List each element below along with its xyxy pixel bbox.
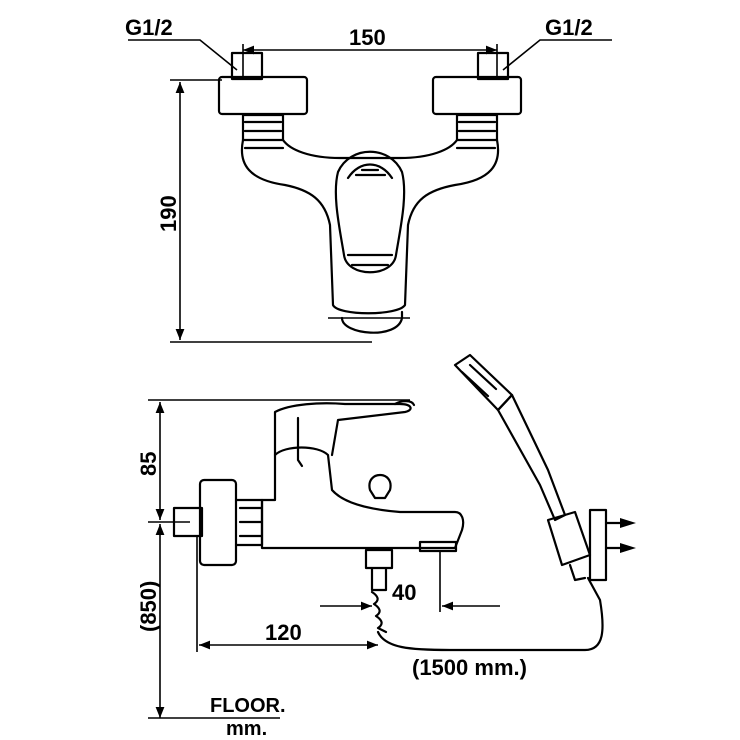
left-inlet-nut — [230, 51, 264, 81]
hose-nut — [568, 563, 587, 582]
outlet-label: 40 — [392, 580, 416, 605]
front-height-label: 190 — [156, 195, 181, 232]
mixer-body-outline — [240, 138, 500, 315]
mixer-body-top-edge — [281, 138, 459, 160]
spout-outlet — [418, 540, 458, 553]
front-view: G1/2 G1/2 150 190 — [125, 15, 612, 343]
side-body-outline — [260, 446, 465, 550]
side-union-nut — [234, 498, 264, 547]
center-distance-label: 150 — [349, 25, 386, 50]
depth-label: 120 — [265, 620, 302, 645]
right-inlet-label: G1/2 — [545, 15, 593, 40]
left-union-nut — [241, 113, 285, 142]
left-inlet-leader — [128, 39, 238, 71]
hose-line — [376, 576, 604, 652]
hand-shower-head — [453, 353, 514, 412]
floor-label: FLOOR. — [210, 695, 286, 717]
spout-end — [340, 310, 404, 334]
lever-handle — [334, 150, 406, 274]
right-inlet-leader — [502, 39, 612, 71]
install-height-label: (850) — [136, 581, 161, 632]
side-inlet-nut — [172, 506, 204, 538]
left-inlet-label: G1/2 — [125, 15, 173, 40]
lever-top-curve — [346, 163, 394, 180]
right-union-nut — [455, 113, 499, 142]
right-eccentric-collar — [431, 75, 523, 116]
diverter-knob — [368, 474, 392, 500]
side-height-label: 85 — [136, 452, 161, 476]
right-inlet-nut — [476, 51, 510, 81]
unit-label: mm. — [226, 718, 267, 740]
hand-shower-face — [460, 363, 498, 398]
side-view: 85 (850) 120 40 (1500 mm.) FLOOR. mm. — [136, 353, 636, 740]
left-eccentric-collar — [217, 75, 309, 116]
lever-bottom-lines — [346, 253, 394, 267]
hand-shower-handle — [496, 393, 567, 522]
hose-length-label: (1500 mm.) — [412, 655, 527, 680]
side-lever — [273, 402, 412, 457]
wall-bracket — [588, 508, 608, 582]
hose-connector — [364, 548, 394, 592]
side-lever-joint — [296, 416, 304, 468]
hose-coil — [370, 590, 388, 634]
lever-logo-mark — [354, 168, 387, 177]
side-eccentric-collar — [198, 478, 238, 567]
screw-tips — [620, 518, 636, 553]
side-lever-tip — [393, 400, 416, 407]
